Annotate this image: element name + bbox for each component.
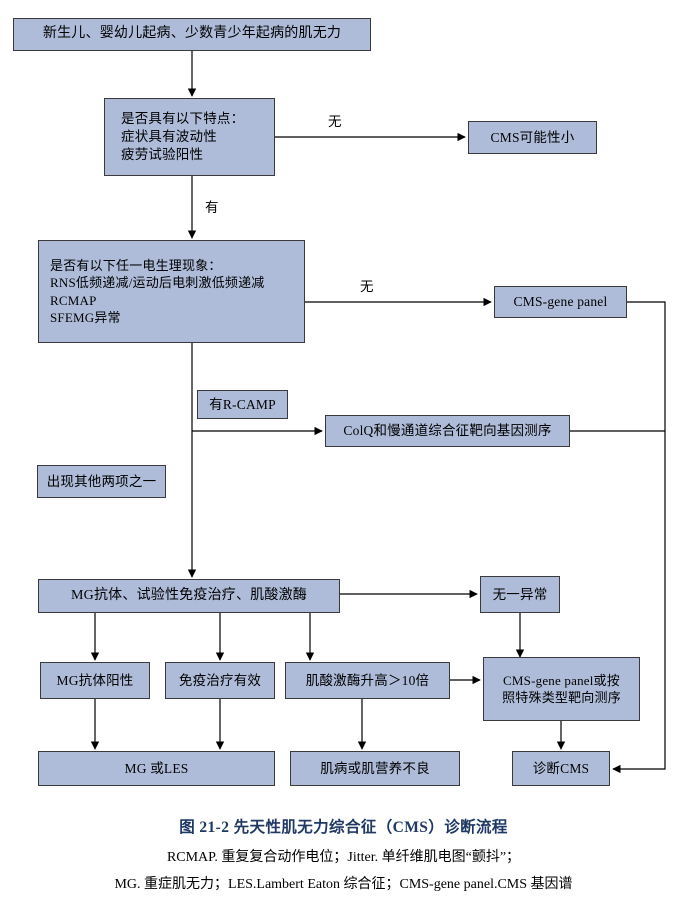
edge-label-yes-1: 有 [205, 200, 219, 215]
node-none-abnormal[interactable]: 无一异常 [480, 576, 560, 613]
edge-label-no-2: 无 [360, 279, 374, 294]
node-onset[interactable]: 新生儿、婴幼儿起病、少数青少年起病的肌无力 [13, 18, 371, 51]
node-features[interactable]: 是否具有以下特点： 症状具有波动性 疲劳试验阳性 [104, 98, 275, 176]
edge-label-no-1: 无 [328, 114, 342, 129]
node-cms-unlikely[interactable]: CMS可能性小 [468, 121, 597, 154]
node-colq-sequencing[interactable]: ColQ和慢通道综合征靶向基因测序 [325, 415, 570, 447]
node-mg-or-les[interactable]: MG 或LES [38, 751, 275, 786]
node-diagnose-cms[interactable]: 诊断CMS [512, 751, 610, 786]
node-mg-workup[interactable]: MG抗体、试验性免疫治疗、肌酸激酶 [38, 579, 340, 613]
node-panel-or-targeted-sequencing[interactable]: CMS-gene panel或按 照特殊类型靶向测序 [483, 657, 640, 721]
flowchart-canvas: 新生儿、婴幼儿起病、少数青少年起病的肌无力 是否具有以下特点： 症状具有波动性 … [13, 18, 666, 786]
figure-legend-line-1: RCMAP. 重复复合动作电位；Jitter. 单纤维肌电图“颤抖”； [166, 850, 521, 865]
node-ck-elevated[interactable]: 肌酸激酶升高＞10倍 [285, 662, 450, 699]
node-cms-gene-panel[interactable]: CMS-gene panel [494, 286, 627, 318]
node-mg-antibody-positive[interactable]: MG抗体阳性 [40, 662, 150, 699]
node-myopathy-or-dystrophy[interactable]: 肌病或肌营养不良 [290, 751, 460, 786]
node-electrophysiology[interactable]: 是否有以下任一电生理现象： RNS低频递减/运动后电刺激低频递减 RCMAP S… [38, 240, 305, 343]
node-other-two-items[interactable]: 出现其他两项之一 [37, 465, 166, 498]
figure-legend-line-2: MG. 重症肌无力；LES.Lambert Eaton 综合征；CMS-gene… [114, 877, 573, 892]
node-immunotherapy-effective[interactable]: 免疫治疗有效 [165, 662, 275, 699]
figure-caption-title: 图 21-2 先天性肌无力综合征（CMS）诊断流程 [179, 819, 508, 836]
node-r-camp[interactable]: 有R-CAMP [197, 390, 288, 419]
